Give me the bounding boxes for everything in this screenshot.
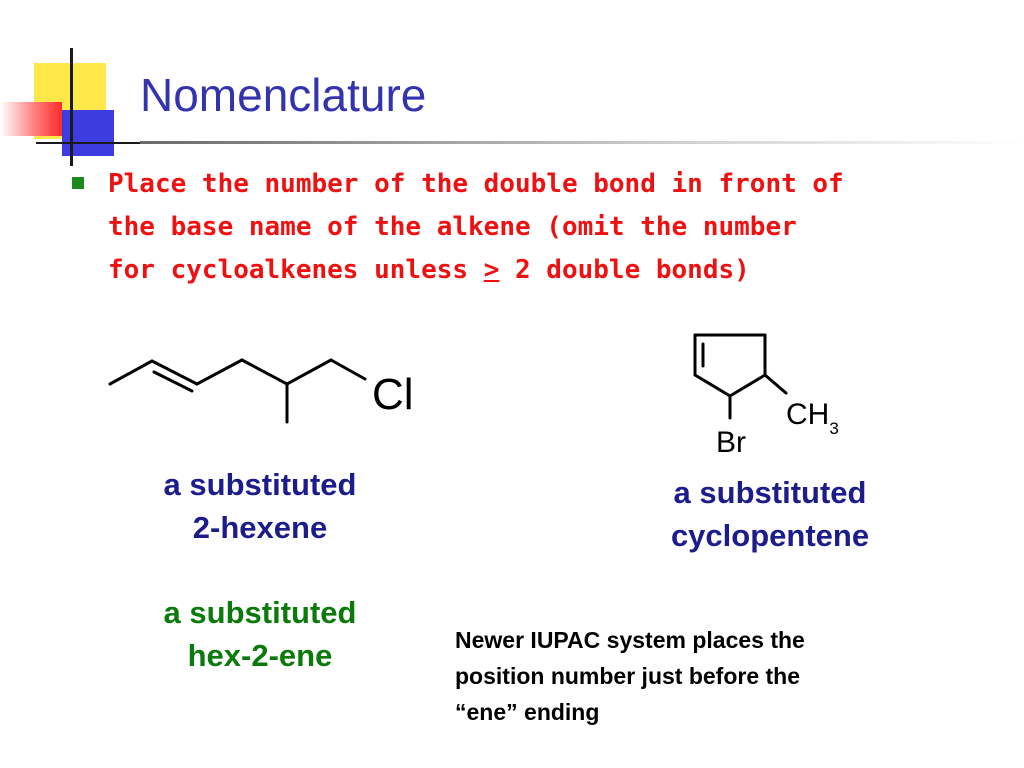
caption-hexene-line-1: a substituted [163,467,357,502]
bullet-marker [72,177,84,189]
bromine-label: Br [716,426,746,459]
chlorine-label: Cl [372,370,414,419]
hexene-bond-6 [329,358,367,381]
hexene-bond-3 [195,358,244,386]
hexene-double-bond-outer [150,359,199,386]
bullet-line-3a: for cycloalkenes unless [108,255,484,285]
caption-cyclopentene-line-1: a substituted [673,475,867,510]
methyl-bond [763,373,788,395]
bullet-line-1: Place the number of the double bond in f… [108,169,844,199]
methyl-subscript: 3 [829,419,838,438]
ring-bond-lower-right [728,373,767,398]
bullet-line-3b: 2 double bonds) [499,255,750,285]
decor-red-bar [0,102,62,136]
caption-cyclopentene-line-2: cyclopentene [670,518,870,553]
note-line-2: position number just before the [455,663,801,689]
bullet-text: Place the number of the double bond in f… [108,163,988,292]
decor-horizontal-line [36,142,148,144]
methyl-label: CH3 [786,398,839,438]
iupac-note: Newer IUPAC system places the position n… [455,622,955,730]
note-line-1: Newer IUPAC system places the [455,627,805,653]
caption-hexene: a substituted 2-hexene [120,463,400,549]
greater-equal-symbol: > [483,255,500,285]
caption-hexene-line-2: 2-hexene [192,510,328,545]
hexene-bond-1 [108,359,154,386]
caption-iupac-name: a substituted hex-2-ene [120,591,400,677]
caption-iupac-line-2: hex-2-ene [187,638,333,673]
title-underline [140,141,1024,144]
note-line-3: “ene” ending [455,699,600,725]
ring-bond-lower-left [693,373,732,398]
hexene-bond-4 [240,358,289,386]
methyl-ch-text: CH [786,398,829,431]
slide-title: Nomenclature [140,69,427,121]
hexene-bond-5 [285,358,333,386]
caption-cyclopentene: a substituted cyclopentene [620,471,920,557]
hexene-double-bond-inner [152,370,194,393]
decor-vertical-line [70,48,73,166]
caption-iupac-line-1: a substituted [163,595,357,630]
bullet-line-2: the base name of the alkene (omit the nu… [108,212,797,242]
